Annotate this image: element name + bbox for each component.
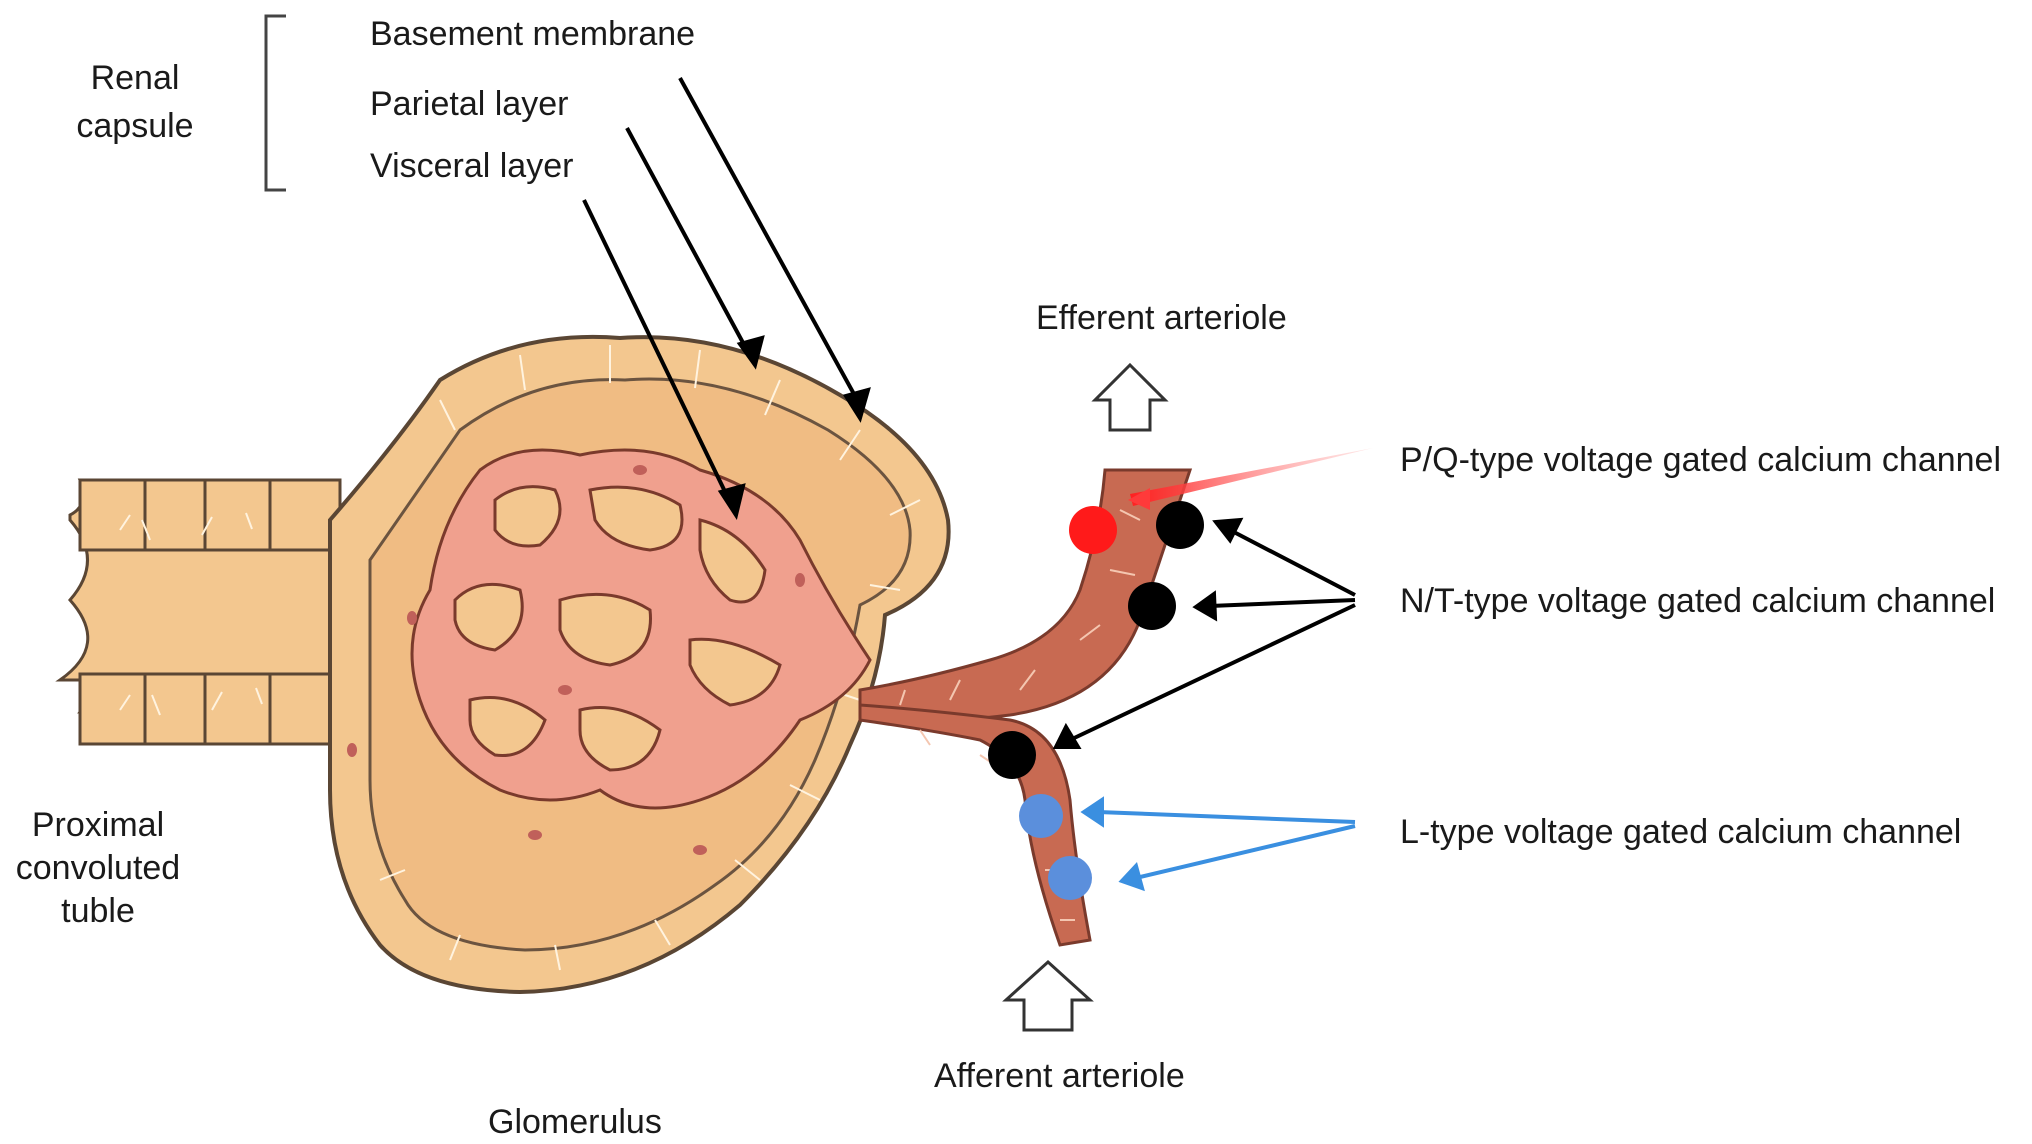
efferent-arteriole-label: Efferent arteriole xyxy=(1036,299,1287,337)
visceral-layer-label: Visceral layer xyxy=(370,147,574,185)
layer-pointer-arrows xyxy=(582,77,871,520)
l-pointer-arrows xyxy=(1080,796,1356,892)
l-channel-label: L-type voltage gated calcium channel xyxy=(1400,813,1962,851)
afferent-flow-arrow-icon xyxy=(1002,959,1094,1032)
basement-membrane-label: Basement membrane xyxy=(370,15,696,53)
pq-channel-dot xyxy=(1069,506,1117,554)
nt-channel-dot-1 xyxy=(1156,501,1204,549)
renal-capsule-label: Renal capsule xyxy=(76,59,194,145)
pq-channel-label: P/Q-type voltage gated calcium channel xyxy=(1400,441,2002,479)
capsule-cell-lines xyxy=(379,345,921,971)
nt-channel-dot-2 xyxy=(1128,582,1176,630)
proximal-tubule-label: Proximal convoluted tuble xyxy=(15,806,181,930)
nt-channel-dot-3 xyxy=(988,731,1036,779)
l-channel-dot-2 xyxy=(1048,856,1092,900)
efferent-flow-arrow-icon xyxy=(1091,362,1169,432)
afferent-arteriole-label: Afferent arteriole xyxy=(934,1057,1185,1095)
capillary-tuft xyxy=(347,448,872,855)
nt-channel-label: N/T-type voltage gated calcium channel xyxy=(1400,582,1996,620)
l-channel-dot-1 xyxy=(1019,794,1063,838)
nt-pointer-arrows xyxy=(1052,517,1356,749)
glomerulus-label: Glomerulus xyxy=(488,1103,662,1141)
renal-capsule-bracket xyxy=(264,14,286,192)
pq-pointer-arrow xyxy=(1128,448,1373,510)
parietal-layer-label: Parietal layer xyxy=(370,85,569,123)
proximal-tubule xyxy=(55,478,342,746)
